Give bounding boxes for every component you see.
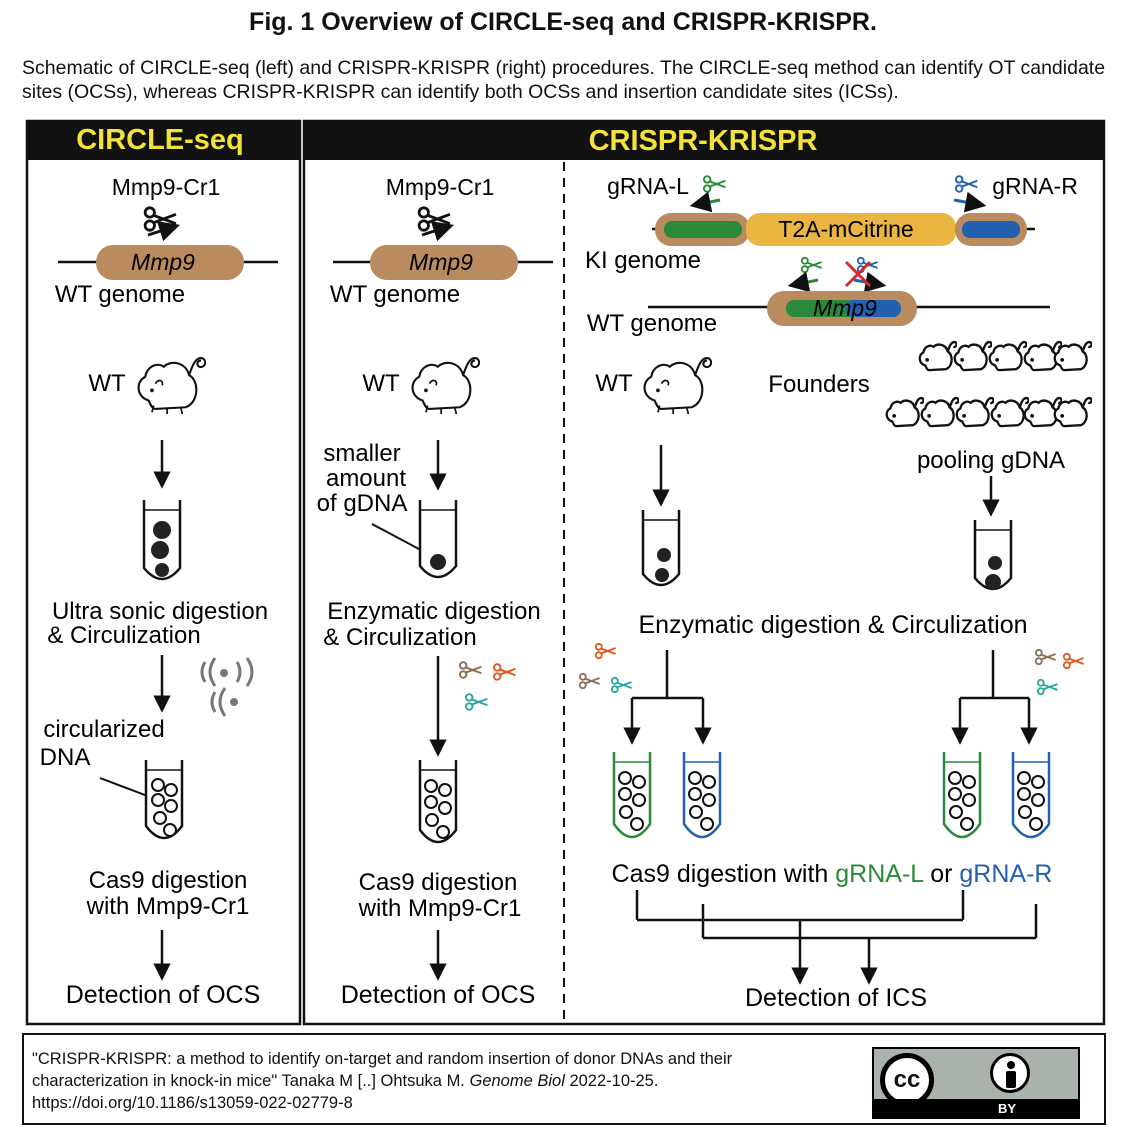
cas9-or: or [923,860,959,888]
citation-text: "CRISPR-KRISPR: a method to identify on-… [32,1048,872,1114]
wt-genome-label: WT genome [587,310,717,337]
tube-icon [641,510,681,587]
tube-blue-icon [682,752,722,839]
enzyme-scissors-icon [458,661,517,711]
left-step-digestion: Ultra sonic digestion [52,598,268,625]
right-wt-label: WT [595,370,633,397]
tube-green-icon [942,752,982,839]
middle-panel: Mmp9-Cr1 Mmp9 WT genome WT smaller amoun… [317,174,553,1009]
cut-arrow-icon [147,221,181,242]
founders-label: Founders [768,371,869,398]
middle-cas9-line1: Cas9 digestion [359,869,518,896]
right-detection-label: Detection of ICS [745,984,927,1012]
middle-cas9-line2: with Mmp9-Cr1 [358,895,522,922]
right-gene-label: Mmp9 [813,295,877,321]
citation-line2b: 2022-10-25. [564,1072,659,1090]
scissors-icon [702,175,727,193]
t2a-mcitrine-label: T2A-mCitrine [778,216,913,242]
founder-mice-icon [885,340,1092,428]
left-genome-label: WT genome [55,281,185,308]
cas9-grna-r: gRNA-R [959,860,1052,888]
cas9-prefix: Cas9 digestion with [612,860,836,888]
middle-smaller-label: smaller [323,440,400,467]
cc-icon: cc [880,1053,934,1107]
t2a-mcitrine-box [746,213,956,246]
circle-seq-header: CIRCLE-seq [76,124,244,156]
left-mmp9-gene-box [96,245,244,280]
figure-caption: Schematic of CIRCLE-seq (left) and CRISP… [22,57,1106,103]
pooling-gdna-label: pooling gDNA [917,447,1065,474]
left-detection-label: Detection of OCS [66,981,261,1009]
enzyme-scissors-icon [578,642,633,694]
left-dna-label: DNA [40,744,91,771]
right-panel: gRNA-L gRNA-R T2A-mCitrine KI genome Mmp… [578,173,1092,1012]
panel-frames [25,119,1106,1026]
right-enzymatic-label: Enzymatic digestion & Circulization [638,611,1027,639]
scissors-icon [954,175,979,193]
grna-l-arrow-icon [689,191,721,213]
middle-step-circulization: & Circulization [323,624,476,651]
cas9-grna-l: gRNA-L [835,860,924,888]
citation-doi[interactable]: https://doi.org/10.1186/s13059-022-02779… [32,1094,353,1112]
middle-gdna-label: of gDNA [317,490,408,517]
enzyme-scissors-icon [1034,648,1085,696]
left-grna-label: Mmp9-Cr1 [112,174,221,200]
attribution-person-icon [990,1053,1030,1093]
middle-amount-label: amount [326,465,406,492]
middle-step-digestion: Enzymatic digestion [327,598,540,625]
mouse-icon [411,356,480,416]
citation-footer: "CRISPR-KRISPR: a method to identify on-… [22,1033,1106,1125]
scissors-icon [800,256,823,274]
cc-by-license-badge[interactable]: cc BY [872,1047,1080,1119]
tube-icon [418,500,458,579]
figure-title: Fig. 1 Overview of CIRCLE-seq and CRISPR… [249,8,877,36]
citation-line1: "CRISPR-KRISPR: a method to identify on-… [32,1050,733,1068]
left-cas9-line1: Cas9 digestion [89,867,248,894]
tube-icon [142,500,182,581]
middle-wt-label: WT [362,370,400,397]
scissors-icon [417,206,452,232]
schematic-figure: CIRCLE-seq CRISPR-KRISPR Mmp9-Cr1 Mmp9 W… [25,119,1106,1026]
tube-blue-icon [1011,752,1051,839]
right-grna-r-label: gRNA-R [992,173,1078,199]
middle-gene-label: Mmp9 [409,249,473,275]
left-cas9-line2: with Mmp9-Cr1 [86,893,250,920]
left-panel: Mmp9-Cr1 Mmp9 WT genome WT Ultra sonic d… [40,174,278,1009]
left-step-circulization: & Circulization [47,622,200,649]
left-circularized-label: circularized [43,716,164,743]
cross-mark-icon [844,260,872,288]
left-wt-label: WT [88,370,126,397]
grna-r-arrow-icon [953,191,987,213]
right-cas9-label: Cas9 digestion with gRNA-L or gRNA-R [612,860,1053,888]
left-gene-label: Mmp9 [131,249,195,275]
middle-detection-label: Detection of OCS [341,981,536,1009]
mouse-icon [643,356,712,416]
citation-journal: Genome Biol [469,1072,565,1090]
tube-circles-icon [144,760,184,840]
middle-genome-label: WT genome [330,281,460,308]
cut-arrow-icon [421,221,455,242]
tube-icon [973,520,1013,591]
tube-green-icon [612,752,652,839]
mouse-icon [137,356,206,416]
license-by-label: BY [997,1101,1016,1116]
tube-circles-icon [418,760,458,844]
sound-wave-icon [200,657,254,717]
scissors-icon [143,206,178,232]
right-grna-l-label: gRNA-L [607,173,689,199]
middle-grna-label: Mmp9-Cr1 [386,174,495,200]
ki-genome-label: KI genome [585,247,701,274]
middle-mmp9-gene-box [370,245,518,280]
citation-line2a: characterization in knock-in mice" Tanak… [32,1072,470,1090]
crispr-krispr-header: CRISPR-KRISPR [589,125,818,157]
